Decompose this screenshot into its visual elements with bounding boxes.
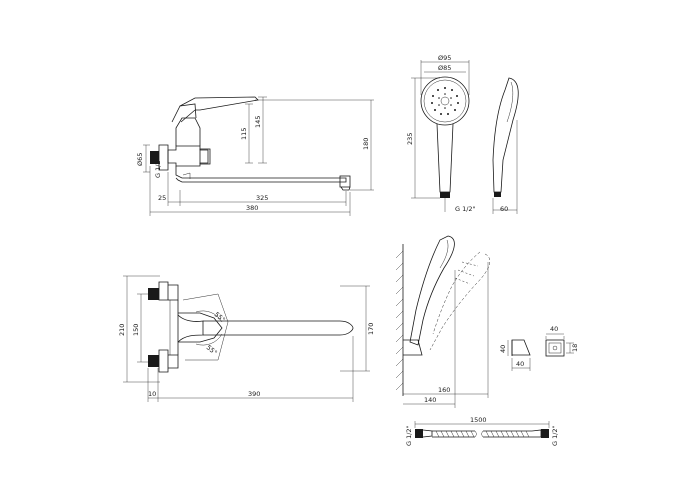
- dim-holder-h40: 40: [499, 345, 507, 353]
- dim-w390: 390: [248, 390, 260, 398]
- dim-w325: 325: [256, 194, 268, 202]
- dim-h145: 145: [254, 116, 262, 128]
- wall-mount-view: 160 140: [395, 235, 491, 408]
- dim-thread-head: G 1/2": [455, 205, 476, 213]
- dim-h150: 150: [132, 324, 140, 336]
- dim-hose-length: 1500: [470, 416, 487, 424]
- dim-holder-w40a: 40: [516, 360, 524, 368]
- dim-w160: 160: [438, 386, 450, 394]
- dim-d65: Ø65: [136, 153, 144, 166]
- shower-head-view: Ø95 Ø85 235 G 1/2" 60: [406, 54, 519, 214]
- dim-w140: 140: [424, 396, 436, 404]
- dim-hose-thread-left: G 1/2": [405, 425, 413, 446]
- holder-detail-view: 40 40 40 18: [499, 325, 579, 371]
- dim-d95: Ø95: [438, 54, 451, 62]
- dim-d85: Ø85: [438, 64, 451, 72]
- dim-h180: 180: [362, 138, 370, 150]
- dim-h115: 115: [240, 128, 248, 140]
- dim-w60: 60: [500, 205, 508, 213]
- dim-h210: 210: [118, 324, 126, 336]
- dim-holder-w40b: 40: [550, 325, 558, 333]
- dim-w25: 25: [158, 194, 166, 202]
- dim-thread-side: G 1/2": [154, 157, 162, 178]
- dim-h170: 170: [367, 323, 375, 335]
- nozzle-pattern: [431, 87, 459, 115]
- mixer-top-view: 55° 55° 210 150 170 10 390: [118, 275, 375, 402]
- wall-hatching: [395, 250, 404, 391]
- dim-w10: 10: [148, 390, 156, 398]
- dim-h235: 235: [406, 133, 414, 145]
- dim-w380: 380: [246, 204, 258, 212]
- mixer-side-view: Ø65 G 1/2" 115 145 180 25 325 380: [136, 96, 374, 216]
- angle-lower: 55°: [205, 343, 219, 357]
- hose-view: 1500 G 1/2" G 1/2": [405, 416, 559, 446]
- dim-hose-thread-right: G 1/2": [551, 425, 559, 446]
- dim-holder-h18: 18: [571, 344, 579, 352]
